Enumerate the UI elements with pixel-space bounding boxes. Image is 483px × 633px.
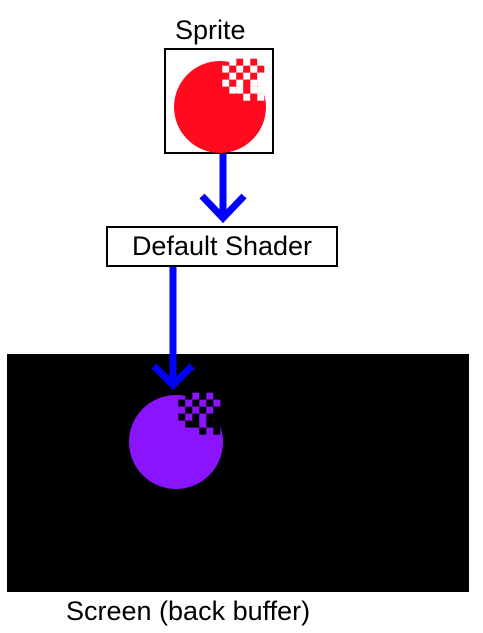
screen-back-buffer bbox=[7, 354, 469, 592]
default-shader-box: Default Shader bbox=[106, 226, 338, 267]
sprite-dither-disc-icon bbox=[174, 58, 266, 153]
output-dither-disc-icon bbox=[129, 392, 223, 489]
screen-caption: Screen (back buffer) bbox=[66, 596, 311, 626]
default-shader-label: Default Shader bbox=[131, 231, 313, 261]
sprite-box bbox=[164, 48, 274, 154]
sprite-title: Sprite bbox=[175, 15, 246, 45]
